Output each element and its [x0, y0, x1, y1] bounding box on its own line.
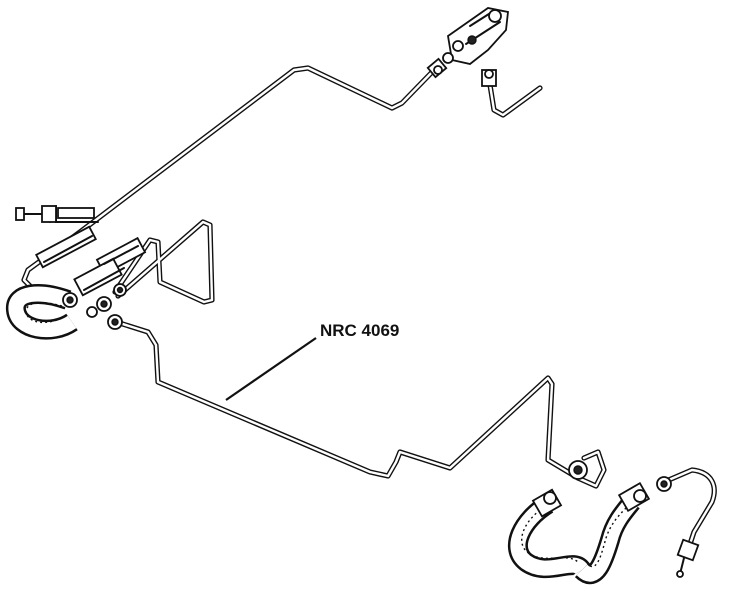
front-left-hose [6, 284, 78, 340]
valve-outlet-pipe [487, 82, 543, 118]
part-leader-line [225, 337, 317, 401]
pressure-valve [426, 7, 509, 87]
rear-union [568, 460, 588, 480]
rear-left-hose [507, 481, 651, 584]
left-hose-fittings [35, 225, 147, 330]
long-rear-brake-pipe [107, 317, 607, 489]
part-number-label: NRC 4069 [320, 321, 399, 340]
bracket-bolt [15, 205, 99, 223]
upper-brake-pipe [21, 64, 440, 303]
rear-right-hose [656, 467, 717, 578]
loop-pipe [112, 219, 215, 305]
